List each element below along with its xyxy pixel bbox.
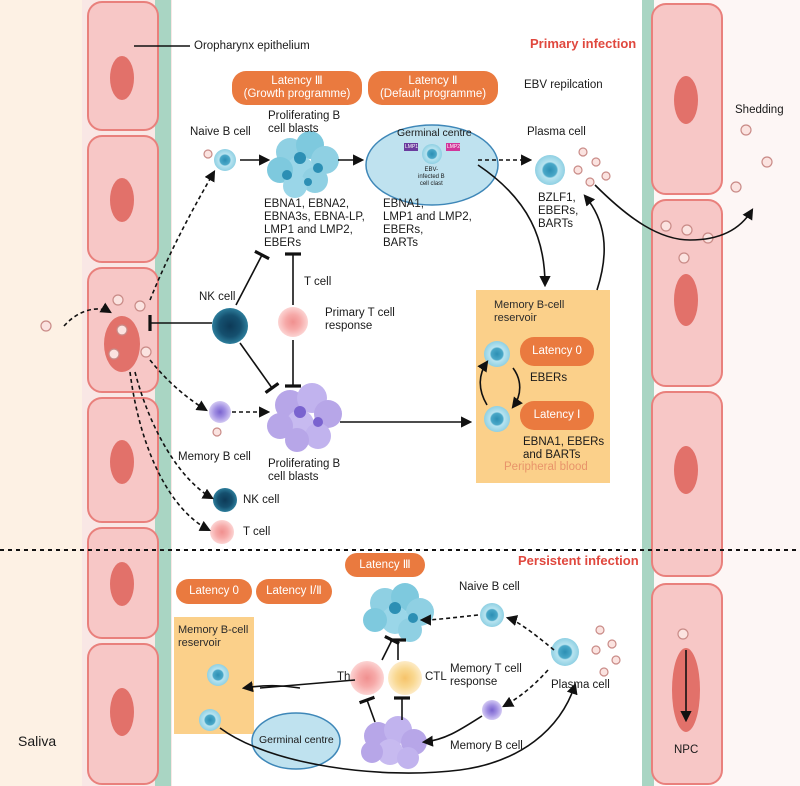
germinal-centre-top bbox=[365, 124, 499, 206]
latency3-pill: Latency Ⅲ(Growth programme) bbox=[232, 71, 362, 105]
memory-b-cell bbox=[209, 401, 231, 423]
right-basement-membrane bbox=[642, 0, 654, 786]
latency0-box-pill: Latency 0 bbox=[520, 337, 594, 366]
virus-particles bbox=[40, 124, 773, 677]
persistent-infection-title: Persistent infection bbox=[518, 553, 639, 568]
saliva-region bbox=[0, 0, 82, 786]
naive-b-top-label: Naive B cell bbox=[190, 126, 251, 138]
t-cell-label: T cell bbox=[304, 276, 332, 288]
nk-cell-low bbox=[213, 488, 237, 512]
germinal-bottom-label: Germinal centre bbox=[259, 734, 334, 746]
naive-b-bottom-label: Naive B cell bbox=[459, 581, 520, 593]
saliva-label: Saliva bbox=[18, 733, 57, 749]
memory-b-label: Memory B cell bbox=[178, 451, 251, 463]
primary-infection-title: Primary infection bbox=[530, 36, 637, 51]
latency2-genes: EBNA1,LMP1 and LMP2,EBERs,BARTs bbox=[383, 198, 472, 249]
naive-b-cell-top bbox=[214, 149, 236, 171]
reservoir-bottom-cell-1 bbox=[207, 664, 229, 686]
th-label: Th bbox=[337, 671, 351, 683]
lmp2-tag bbox=[446, 143, 460, 151]
t-cell-low bbox=[210, 520, 234, 544]
latency3-genes: EBNA1, EBNA2,EBNA3s, EBNA-LP,LMP1 and LM… bbox=[264, 198, 365, 249]
reservoir-bottom-cell-2 bbox=[199, 709, 221, 731]
latency3-bottom-pill: Latency Ⅲ bbox=[345, 553, 425, 577]
right-epithelium bbox=[651, 3, 723, 785]
nk-cell-low-label: NK cell bbox=[243, 494, 280, 506]
oropharynx-label: Oropharynx epithelium bbox=[194, 40, 310, 52]
ctl-label: CTL bbox=[425, 671, 447, 683]
nk-cell bbox=[212, 308, 248, 344]
memory-reservoir-box bbox=[476, 290, 610, 483]
germinal-centre-bottom bbox=[251, 712, 341, 770]
arrows bbox=[63, 154, 754, 774]
t-cell bbox=[278, 307, 308, 337]
lmp1-tag-label: LMP1 bbox=[405, 144, 419, 150]
npc-label: NPC bbox=[674, 744, 699, 756]
prolif-cluster-mid bbox=[267, 383, 342, 452]
plasma-cell-top bbox=[535, 155, 565, 185]
th-cell bbox=[350, 661, 384, 695]
prolif-cluster-bottom bbox=[363, 583, 434, 642]
ctl-cell bbox=[388, 661, 422, 695]
memory-b-cell-bottom bbox=[482, 700, 502, 720]
germinal-top-label: Germinal centre bbox=[397, 127, 472, 139]
t-cell-low-label: T cell bbox=[243, 526, 271, 538]
shedding-label: Shedding bbox=[735, 104, 784, 116]
latency1-box-pill: Latency Ⅰ bbox=[520, 401, 594, 430]
latency0-bottom-pill: Latency 0 bbox=[176, 579, 252, 604]
reservoir-cell-2 bbox=[484, 406, 510, 432]
latency2-pill: Latency Ⅱ(Default programme) bbox=[368, 71, 498, 105]
peripheral-blood-label: Peripheral blood bbox=[504, 461, 588, 473]
ebv-replication-label: EBV repilcation bbox=[524, 79, 603, 91]
plasma-cell-bottom bbox=[551, 638, 579, 666]
lmp2-tag-label: LMP2 bbox=[447, 144, 461, 150]
nk-cell-label: NK cell bbox=[199, 291, 236, 303]
plasma-genes: BZLF1,EBERs,BARTs bbox=[538, 192, 579, 230]
memory-b-bottom-label: Memory B cell bbox=[450, 740, 523, 752]
inhibition-lines bbox=[148, 249, 410, 723]
ebers-label: EBERs bbox=[530, 372, 568, 384]
plasma-bottom-label: Plasma cell bbox=[551, 679, 610, 691]
plasma-top-label: Plasma cell bbox=[527, 126, 586, 138]
reservoir-cell-1 bbox=[484, 341, 510, 367]
prolif-cluster-top bbox=[267, 131, 339, 198]
lmp1-tag bbox=[404, 143, 418, 151]
memory-cluster-bottom bbox=[361, 716, 427, 769]
latency12-bottom-pill: Latency Ⅰ/Ⅱ bbox=[256, 579, 332, 604]
naive-b-cell-bottom bbox=[480, 603, 504, 627]
